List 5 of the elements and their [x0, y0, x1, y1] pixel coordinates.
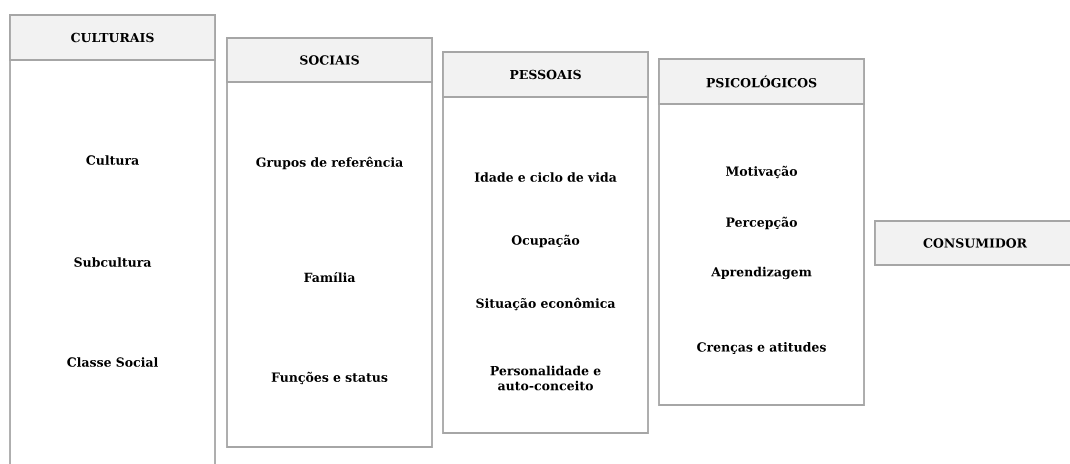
column-box: CONSUMIDOR	[874, 220, 1070, 266]
column-box: PSICOLÓGICOS Motivação Percepção Aprendizagem Crenças e atitudes	[658, 58, 865, 406]
column-box: CULTURAIS Cultura Subcultura Classe Social	[9, 14, 216, 464]
column-box: PESSOAIS Idade e ciclo de vida Ocupação Situação econômica Personalidade e auto-conceito	[442, 51, 649, 434]
column-box: SOCIAIS Grupos de referência Família Funções e status	[226, 37, 433, 448]
